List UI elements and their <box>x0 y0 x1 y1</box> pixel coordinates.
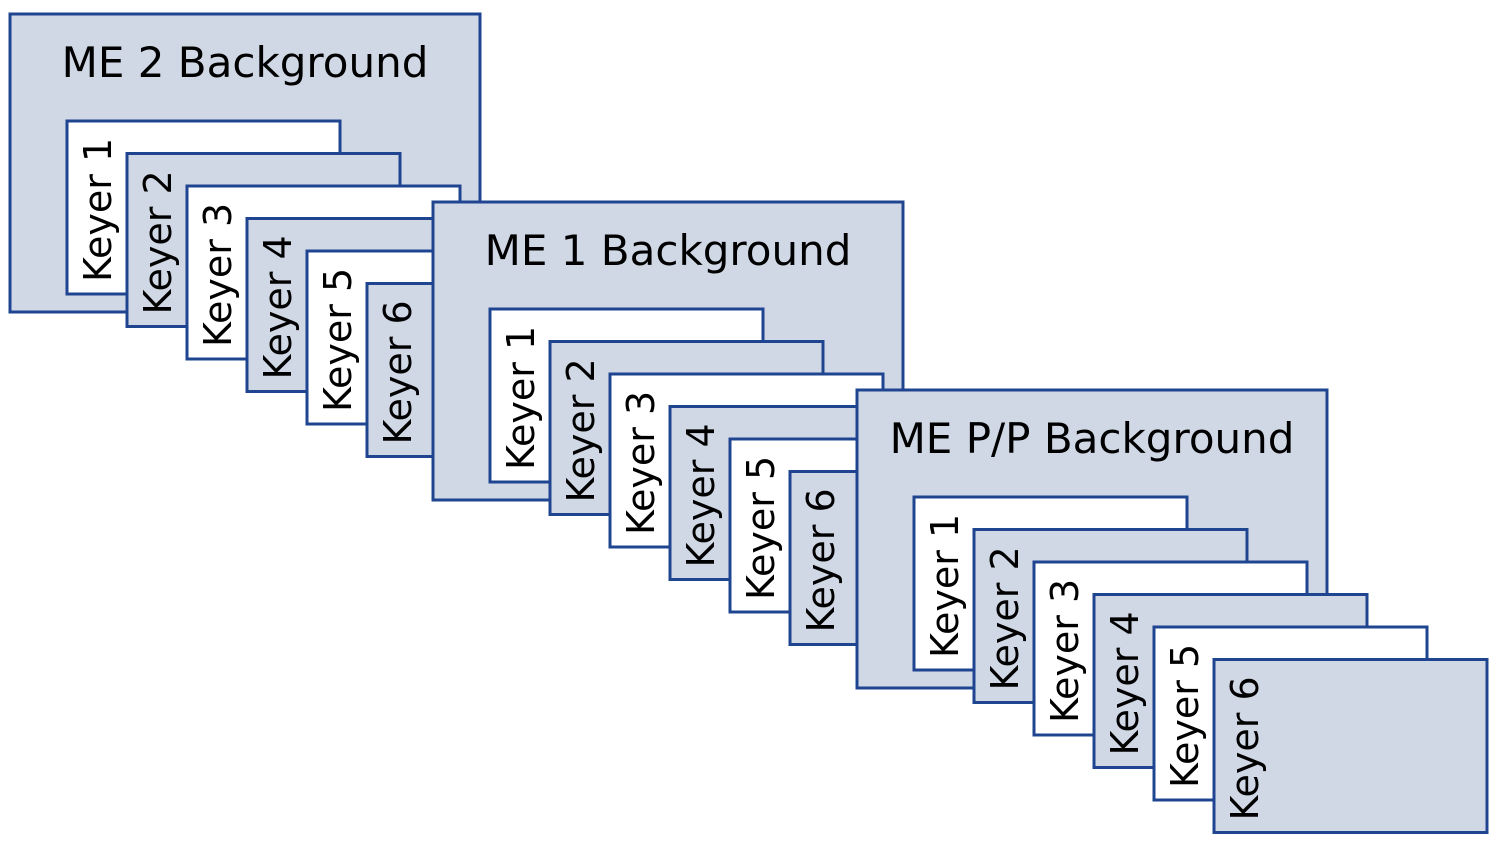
keyer-label: Keyer 5 <box>316 268 360 412</box>
keyer-label: Keyer 3 <box>619 391 663 535</box>
keyer-label: Keyer 6 <box>1223 676 1267 820</box>
keyer-label: Keyer 6 <box>799 488 843 632</box>
keyer-label: Keyer 2 <box>136 170 180 314</box>
keyer-label: Keyer 5 <box>739 456 783 600</box>
keyer-label: Keyer 1 <box>923 514 967 658</box>
keyer-label: Keyer 4 <box>256 235 300 379</box>
background-title: ME 1 Background <box>485 226 852 275</box>
background-title: ME 2 Background <box>62 38 429 87</box>
keyer-label: Keyer 2 <box>983 546 1027 690</box>
keyer-label: Keyer 3 <box>196 203 240 347</box>
keyer-card <box>1212 658 1489 834</box>
keyer-label: Keyer 3 <box>1043 579 1087 723</box>
keyer-label: Keyer 5 <box>1163 644 1207 788</box>
keyer-label: Keyer 4 <box>1103 611 1147 755</box>
keyer-label: Keyer 6 <box>376 300 420 444</box>
background-title: ME P/P Background <box>890 414 1295 463</box>
keyer-label: Keyer 2 <box>559 358 603 502</box>
keyer-label: Keyer 4 <box>679 423 723 567</box>
keyer-label: Keyer 1 <box>76 138 120 282</box>
keyer-label: Keyer 1 <box>499 326 543 470</box>
